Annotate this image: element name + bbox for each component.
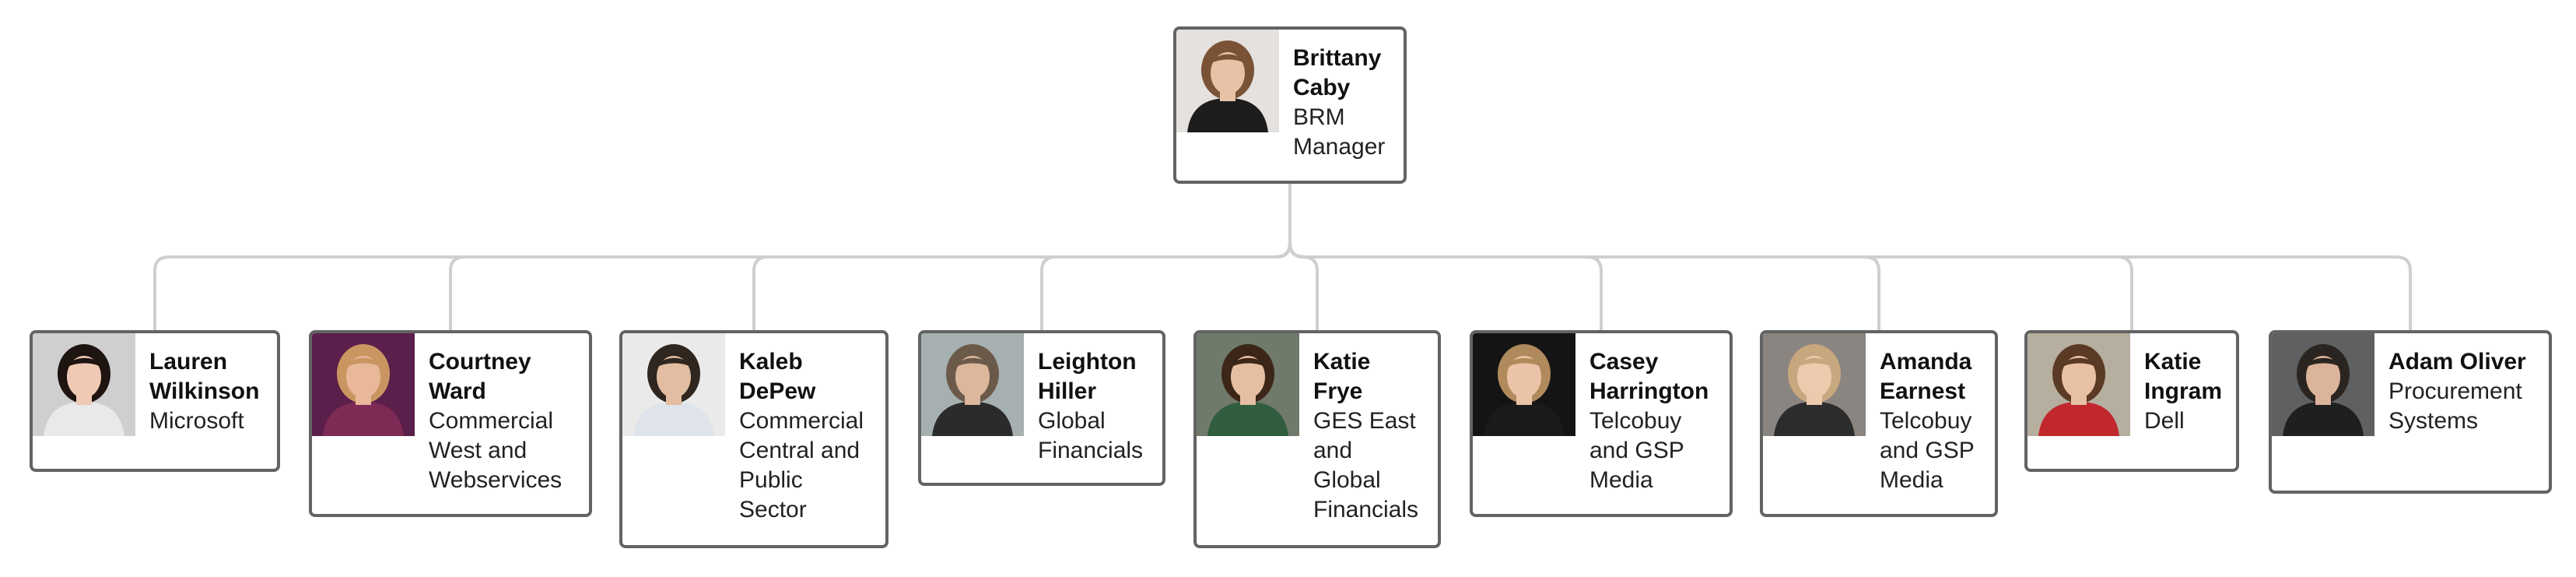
person-name-line: Katie bbox=[2144, 349, 2202, 375]
person-role-line: and bbox=[1313, 438, 1353, 463]
person-role-line: Dell bbox=[2144, 408, 2185, 434]
person-name-line: Hiller bbox=[1038, 378, 1097, 404]
person-name-line: DePew bbox=[739, 378, 816, 404]
person-role-line: and GSP bbox=[1589, 438, 1684, 463]
card-text: Courtney Ward Commercial West and Webser… bbox=[429, 347, 583, 495]
person-name-line: Adam Oliver bbox=[2388, 349, 2526, 375]
avatar bbox=[1473, 333, 1575, 436]
person-role-line: GES East bbox=[1313, 408, 1416, 434]
person-role-line: Procurement bbox=[2388, 378, 2522, 404]
person-name-line: Ingram bbox=[2144, 378, 2223, 404]
person-role-line: Sector bbox=[739, 497, 807, 522]
org-card-child[interactable]: Katie Frye GES East and Global Financial… bbox=[1193, 330, 1441, 548]
card-text: Katie Frye GES East and Global Financial… bbox=[1313, 347, 1432, 525]
person-role-line: Financials bbox=[1313, 497, 1419, 522]
avatar bbox=[2272, 333, 2374, 436]
org-card-child[interactable]: Lauren Wilkinson Microsoft bbox=[30, 330, 280, 472]
person-role-line: Manager bbox=[1293, 134, 1386, 160]
org-card-child[interactable]: Amanda Earnest Telcobuy and GSP Media bbox=[1760, 330, 1998, 517]
org-card-child[interactable]: Casey Harrington Telcobuy and GSP Media bbox=[1470, 330, 1733, 517]
avatar bbox=[921, 333, 1024, 436]
person-role-line: Global bbox=[1038, 408, 1106, 434]
avatar bbox=[2028, 333, 2130, 436]
avatar bbox=[1176, 30, 1279, 132]
card-text: Katie Ingram Dell bbox=[2144, 347, 2230, 436]
person-role-line: Financials bbox=[1038, 438, 1144, 463]
card-text: Casey Harrington Telcobuy and GSP Media bbox=[1589, 347, 1723, 495]
person-role-line: West and bbox=[429, 438, 527, 463]
person-name-line: Caby bbox=[1293, 75, 1351, 100]
person-name-line: Casey bbox=[1589, 349, 1659, 375]
person-role-line: Media bbox=[1880, 467, 1943, 493]
person-name-line: Lauren bbox=[149, 349, 228, 375]
person-role-line: Central and bbox=[739, 438, 860, 463]
org-card-child[interactable]: Courtney Ward Commercial West and Webser… bbox=[309, 330, 592, 517]
person-role-line: BRM bbox=[1293, 104, 1345, 130]
card-text: Lauren Wilkinson Microsoft bbox=[149, 347, 271, 436]
person-name-line: Wilkinson bbox=[149, 378, 260, 404]
avatar bbox=[622, 333, 725, 436]
card-text: Adam Oliver Procurement Systems bbox=[2388, 347, 2543, 436]
person-name-line: Earnest bbox=[1880, 378, 1966, 404]
person-role-line: Commercial bbox=[429, 408, 554, 434]
person-role-line: Telcobuy bbox=[1589, 408, 1682, 434]
person-name-line: Harrington bbox=[1589, 378, 1709, 404]
person-role-line: Commercial bbox=[739, 408, 864, 434]
connector-branch bbox=[1040, 242, 1292, 330]
avatar bbox=[1197, 333, 1299, 436]
person-name-line: Katie bbox=[1313, 349, 1371, 375]
card-text: Kaleb DePew Commercial Central and Publi… bbox=[739, 347, 879, 525]
person-role-line: Global bbox=[1313, 467, 1381, 493]
person-name-line: Amanda bbox=[1880, 349, 1972, 375]
card-text: Brittany Caby BRM Manager bbox=[1293, 44, 1397, 162]
person-name-line: Frye bbox=[1313, 378, 1363, 404]
person-name-line: Leighton bbox=[1038, 349, 1137, 375]
person-role-line: Microsoft bbox=[149, 408, 244, 434]
person-role-line: Webservices bbox=[429, 467, 563, 493]
person-role-line: and GSP bbox=[1880, 438, 1975, 463]
person-role-line: Public bbox=[739, 467, 803, 493]
person-name-line: Ward bbox=[429, 378, 486, 404]
avatar bbox=[312, 333, 415, 436]
connector-branch bbox=[1288, 242, 2412, 330]
person-name-line: Courtney bbox=[429, 349, 531, 375]
card-text: Leighton Hiller Global Financials bbox=[1038, 347, 1156, 466]
card-text: Amanda Earnest Telcobuy and GSP Media bbox=[1880, 347, 1989, 495]
avatar bbox=[33, 333, 135, 436]
org-card-child[interactable]: Adam Oliver Procurement Systems bbox=[2269, 330, 2552, 494]
person-role-line: Systems bbox=[2388, 408, 2479, 434]
person-name-line: Brittany bbox=[1293, 45, 1382, 71]
org-card-child[interactable]: Katie Ingram Dell bbox=[2024, 330, 2239, 472]
avatar bbox=[1763, 333, 1866, 436]
person-name-line: Kaleb bbox=[739, 349, 803, 375]
person-role-line: Media bbox=[1589, 467, 1653, 493]
person-role-line: Telcobuy bbox=[1880, 408, 1972, 434]
org-card-child[interactable]: Leighton Hiller Global Financials bbox=[918, 330, 1165, 486]
org-card-child[interactable]: Kaleb DePew Commercial Central and Publi… bbox=[619, 330, 888, 548]
org-card-root[interactable]: Brittany Caby BRM Manager bbox=[1173, 26, 1407, 184]
